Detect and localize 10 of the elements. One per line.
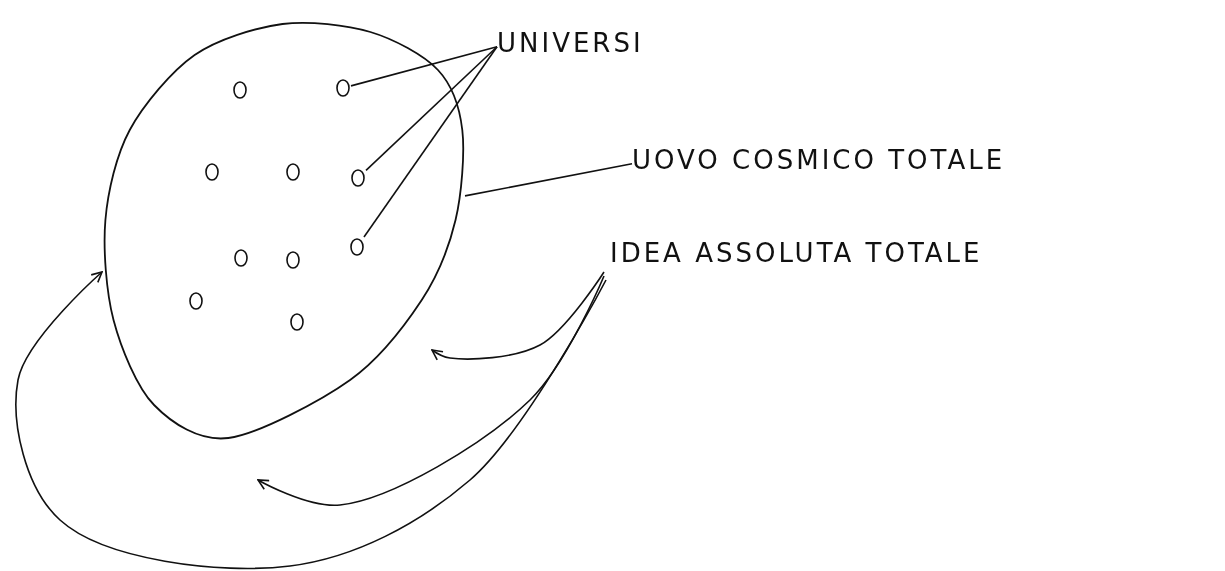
leader-line	[365, 45, 498, 172]
leader-line	[464, 162, 633, 197]
arrow	[257, 275, 605, 507]
leader-line	[350, 45, 498, 87]
label-text: UOVO COSMICO TOTALE	[632, 145, 1006, 177]
arrow	[15, 271, 607, 570]
leader-line	[363, 45, 498, 238]
arrow	[431, 271, 605, 361]
label-text: UNIVERSI	[497, 28, 644, 60]
label-text: IDEA ASSOLUTA TOTALE	[610, 238, 983, 270]
